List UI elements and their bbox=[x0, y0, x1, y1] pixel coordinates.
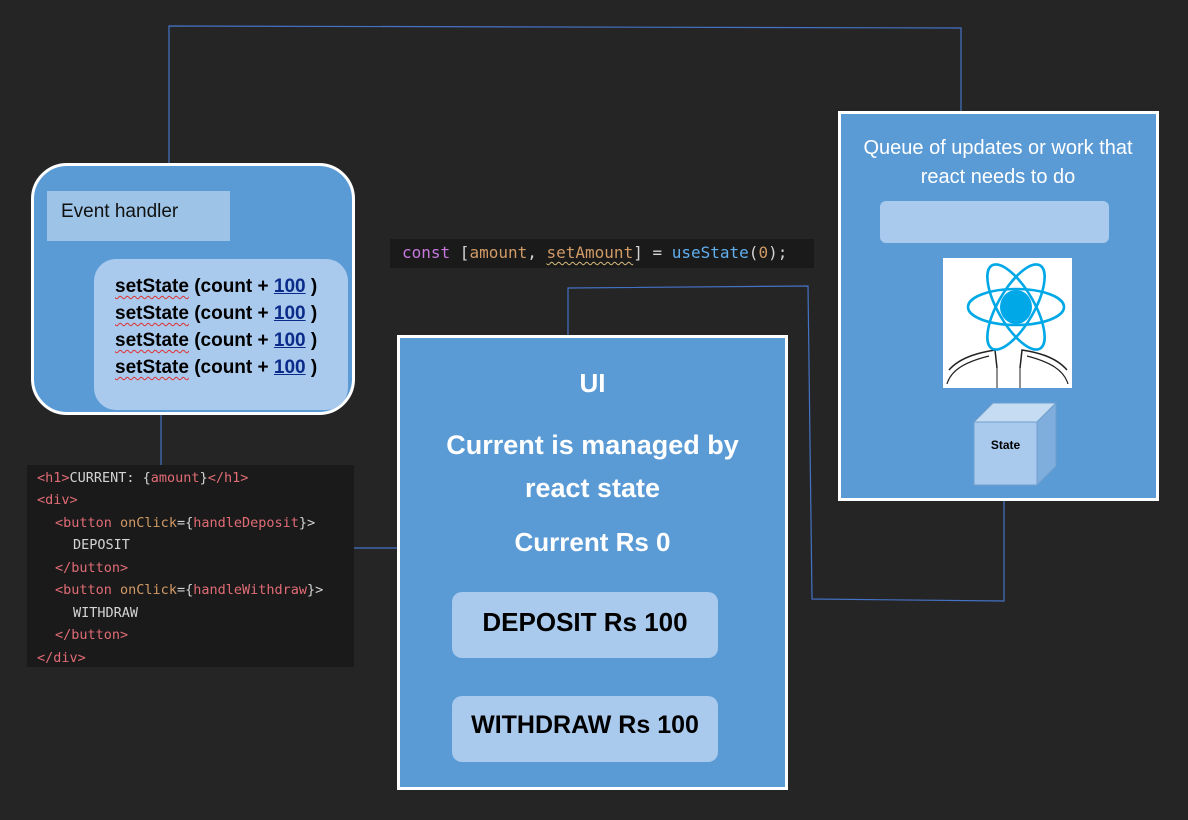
code-line: </button> bbox=[55, 627, 129, 643]
code-line: <button onClick={handleDeposit}> bbox=[55, 515, 316, 531]
setstate-box bbox=[94, 259, 348, 410]
code-line: <div> bbox=[37, 492, 78, 508]
setstate-line: setState (count + 100 ) bbox=[115, 330, 318, 351]
state-cube: State bbox=[972, 401, 1058, 487]
withdraw-button[interactable]: WITHDRAW Rs 100 bbox=[452, 696, 718, 762]
usestate-code-bar bbox=[390, 239, 814, 268]
connector-event-to-queue bbox=[168, 25, 962, 163]
react-atom-head-icon bbox=[943, 258, 1072, 388]
setstate-line: setState (count + 100 ) bbox=[115, 303, 318, 324]
event-handler-label-box bbox=[47, 191, 230, 241]
deposit-button[interactable]: DEPOSIT Rs 100 bbox=[452, 592, 718, 658]
code-line: WITHDRAW bbox=[73, 605, 139, 621]
code-line: <h1>CURRENT: {amount}</h1> bbox=[37, 470, 249, 486]
code-line: </div> bbox=[37, 650, 86, 666]
code-line: <button onClick={handleWithdraw}> bbox=[55, 582, 324, 598]
ui-title: UI bbox=[579, 368, 606, 398]
connector-ui-to-queue bbox=[567, 285, 1005, 602]
queue-title: Queue of updates or work that react need… bbox=[863, 137, 1133, 188]
jsx-code-block bbox=[27, 465, 354, 667]
setstate-line: setState (count + 100 ) bbox=[115, 276, 318, 297]
state-label: State bbox=[990, 438, 1021, 452]
setstate-line: setState (count + 100 ) bbox=[115, 357, 318, 378]
usestate-code-line: const [amount, setAmount] = useState(0); bbox=[402, 243, 788, 262]
current-amount: Current Rs 0 bbox=[514, 527, 671, 557]
event-handler-label: Event handler bbox=[61, 201, 179, 222]
queue-bar bbox=[880, 201, 1109, 243]
ui-description: Current is managed by react state bbox=[446, 430, 739, 503]
code-line: DEPOSIT bbox=[73, 537, 130, 553]
code-line: </button> bbox=[55, 560, 129, 576]
